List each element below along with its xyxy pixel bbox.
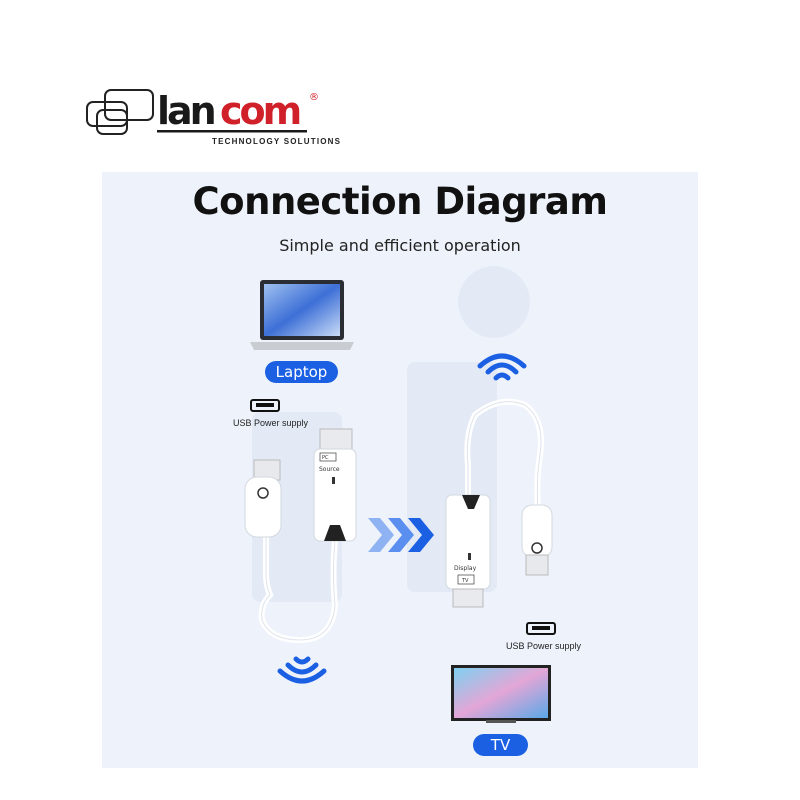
receiver-device: Display TV (445, 398, 553, 608)
transmitter-device: PC Source (244, 428, 357, 644)
usb-power-label-right: USB Power supply (506, 641, 582, 651)
background-watermark (252, 266, 530, 602)
usb-power-label-left: USB Power supply (233, 418, 309, 428)
tv-image (451, 665, 551, 723)
source-tag: PC (322, 455, 329, 461)
svg-text:com: com (220, 89, 300, 133)
wifi-icon-right (477, 353, 527, 381)
direction-arrows (368, 518, 434, 552)
svg-text:lan: lan (157, 89, 215, 133)
usb-port-icon (526, 622, 556, 635)
page-subtitle: Simple and efficient operation (279, 236, 521, 255)
logo-tagline: TECHNOLOGY SOLUTIONS (212, 137, 342, 146)
diagram-panel (102, 172, 698, 768)
svg-text:®: ® (309, 92, 319, 103)
laptop-label: Laptop (265, 361, 338, 383)
lancom-logo: lan com ® (86, 89, 319, 135)
usb-port-icon (250, 399, 280, 412)
laptop-image (250, 280, 354, 350)
display-label: Display (454, 565, 477, 572)
page-title: Connection Diagram (192, 180, 608, 223)
source-label: Source (319, 466, 340, 473)
tv-label: TV (473, 734, 528, 756)
wifi-icon-left (277, 656, 327, 684)
display-tag: TV (461, 578, 469, 584)
